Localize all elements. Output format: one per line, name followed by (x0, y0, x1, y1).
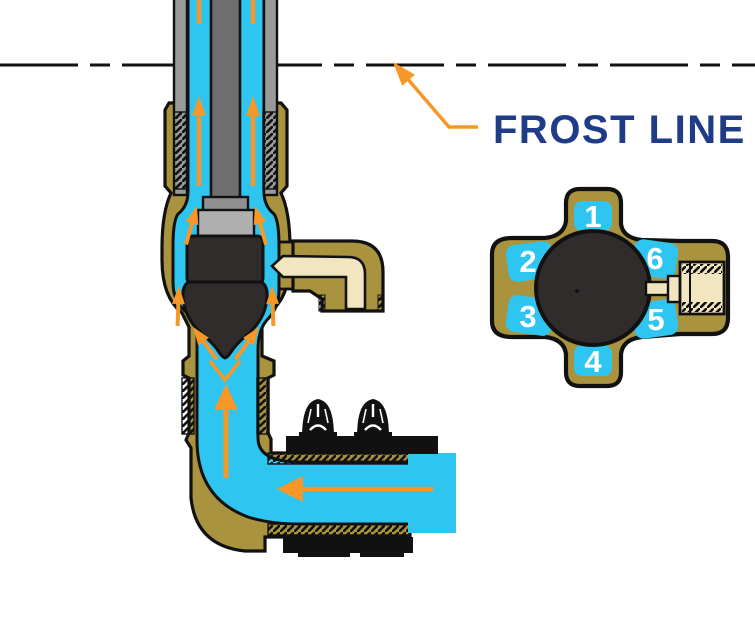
plunger-body (185, 234, 265, 286)
clamp-bolt (297, 397, 339, 443)
flow-arrows (171, 0, 433, 502)
thread-band (173, 111, 189, 190)
operating-rod (209, 0, 242, 201)
frost-line-leader-arrow (393, 62, 478, 129)
port-number-2: 2 (519, 244, 536, 279)
valve-top-view: 1 2 3 4 5 6 (489, 186, 731, 389)
thread-band (181, 377, 195, 435)
thread-band (682, 264, 722, 274)
clamp-bolt (352, 397, 394, 443)
clamp-ridge (360, 551, 404, 557)
thread-band (682, 302, 722, 312)
drain-elbow-channel (270, 254, 367, 311)
thread-band (377, 294, 385, 312)
valve-disc (534, 229, 652, 347)
valve-disc-pin (575, 289, 579, 293)
clamp-bar-bottom (283, 537, 413, 553)
frost-line-label: FROST LINE (493, 108, 746, 152)
riser-pipe (172, 0, 279, 201)
drain-elbow (270, 239, 385, 313)
hydrant-cross-section (160, 0, 456, 557)
plunger-assembly (181, 195, 269, 360)
port-slot-4 (574, 345, 612, 376)
thread-band (267, 523, 411, 536)
plunger-seal-bulb (181, 280, 269, 360)
flow-chevron (208, 359, 242, 383)
flow-arrow (196, 0, 202, 24)
port-slot-1 (574, 201, 612, 231)
thread-band (262, 111, 278, 190)
port-number-4: 4 (584, 344, 602, 379)
pipe-clamp (283, 397, 438, 557)
port-number-5: 5 (647, 302, 664, 337)
plunger-stem-lower (196, 208, 256, 240)
frost-line-callout: FROST LINE (393, 62, 746, 152)
thread-band (267, 452, 411, 465)
port-number-6: 6 (646, 241, 663, 276)
port-slots (505, 201, 679, 376)
thread-band (318, 294, 326, 312)
packing-collar-threads (173, 111, 278, 190)
port-number-1: 1 (584, 199, 601, 234)
port-numbers: 1 2 3 4 5 6 (519, 199, 664, 379)
flow-arrow (250, 0, 256, 24)
thread-band (256, 377, 270, 435)
port-number-3: 3 (519, 299, 536, 334)
clamp-ridge (298, 551, 350, 557)
outlet-flange (666, 274, 682, 304)
frost-line-label-text: FROST LINE (493, 108, 746, 152)
supply-pipe (408, 453, 456, 533)
neck-threads (181, 377, 270, 435)
